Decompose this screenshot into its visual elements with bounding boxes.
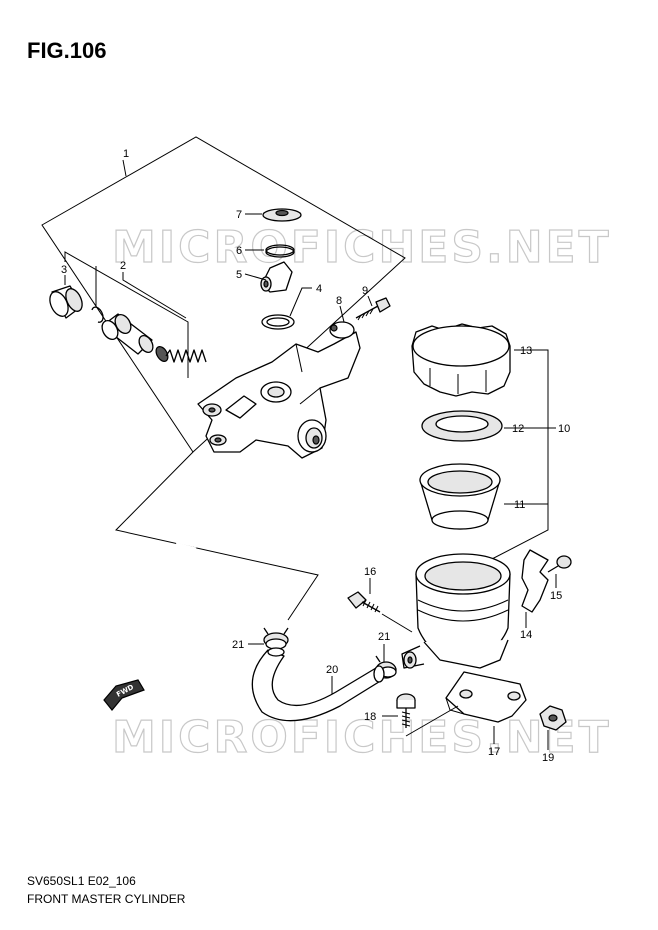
fwd-arrow-icon: FWD [103,679,145,711]
callout-18: 18 [364,711,376,723]
leader-16b [381,613,413,633]
part-9-screw [355,297,391,321]
callout-19: 19 [542,752,554,764]
part-7-boot [262,208,302,222]
part-14-clip [521,549,549,613]
leader-5 [244,273,267,281]
reservoir-tank [401,553,511,669]
watermark-bottom: MICROFICHES.NET [112,712,612,763]
callout-7: 7 [236,209,242,221]
assembly-outline [41,136,406,453]
model-code: SV650SL1 E02_106 [27,874,136,888]
assembly-link-gap [175,542,197,551]
callout-13: 13 [520,345,532,357]
part-18-bolt [396,693,416,728]
callout-2: 2 [120,260,126,272]
part-15-screw [547,555,572,573]
leader-17b [405,705,459,737]
leader-2 [122,272,187,319]
callout-21-lower: 21 [232,639,244,651]
bracket-3 [64,251,189,378]
bracket-10 [489,349,549,561]
leader-1 [122,159,127,177]
part-5-fitting [260,261,293,293]
callout-20: 20 [326,664,338,676]
callout-9: 9 [362,285,368,297]
callout-12: 12 [512,423,524,435]
part-20-hose [251,647,385,722]
callout-17: 17 [488,746,500,758]
watermark-top: MICROFICHES.NET [112,222,612,273]
part-12-plate [421,410,503,442]
callout-3: 3 [61,264,67,276]
part-4-oring [261,314,295,330]
part-19-nut [539,705,567,731]
callout-21-upper: 21 [378,631,390,643]
callout-11: 11 [514,499,525,511]
callout-10: 10 [558,423,570,435]
callout-8: 8 [336,295,342,307]
assembly-link-line [115,451,319,621]
callout-1: 1 [123,148,129,160]
part-2-piston [101,313,207,363]
part-6-ring [265,244,295,258]
callout-14: 14 [520,629,532,641]
part-16-bolt [347,591,381,613]
part-13-reservoir-cap [411,323,511,397]
part-17-bracket [445,671,527,723]
leader-8 [339,305,345,323]
figure-title: FIG.106 [27,38,107,63]
callout-5: 5 [236,269,242,281]
leader-4 [289,287,312,317]
callout-15: 15 [550,590,562,602]
part-3-cap [49,285,83,319]
callout-4: 4 [316,283,322,295]
master-cylinder-body [197,321,361,459]
part-11-diaphragm [419,463,501,530]
circlip [91,306,104,323]
part-21-clamp-lower [263,627,289,650]
leader-9 [367,295,373,307]
figure-caption: FRONT MASTER CYLINDER [27,892,186,906]
callout-16: 16 [364,566,376,578]
callout-6: 6 [236,245,242,257]
